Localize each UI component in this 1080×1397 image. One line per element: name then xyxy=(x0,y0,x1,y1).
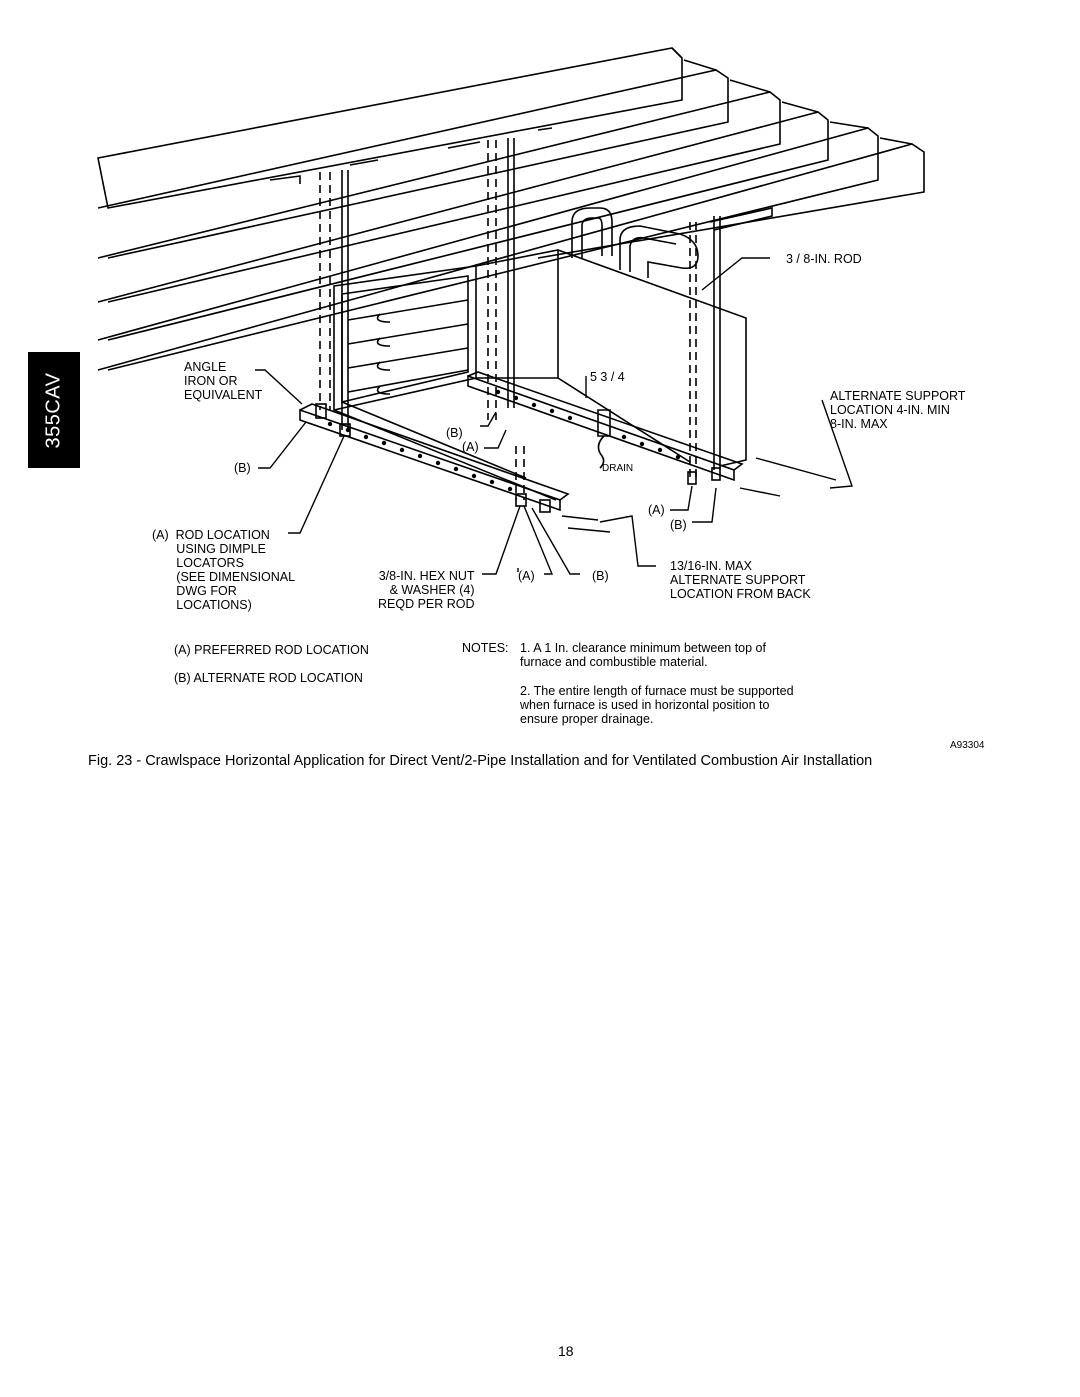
threaded-rods xyxy=(319,138,721,500)
dimension-5-3-4-label: 5 3 / 4 xyxy=(590,370,625,384)
rod-a-right-label: (A) xyxy=(648,503,665,517)
floor-joists xyxy=(97,47,925,371)
note-1: 1. A 1 In. clearance minimum between top… xyxy=(520,641,766,669)
drain xyxy=(597,409,611,469)
figure-caption: Fig. 23 - Crawlspace Horizontal Applicat… xyxy=(88,753,873,769)
alternate-support-side-label: ALTERNATE SUPPORT LOCATION 4-IN. MIN 8-I… xyxy=(830,389,966,431)
leader-lines xyxy=(255,257,853,575)
side-tab: 355CAV xyxy=(28,352,80,468)
figure-id: A93304 xyxy=(950,740,985,751)
rod-location-label: (A) ROD LOCATION USING DIMPLE LOCATORS (… xyxy=(152,528,296,612)
rod-b-center-label: (B) xyxy=(446,426,463,440)
rod-b-bottom-label: (B) xyxy=(592,569,609,583)
note-2: 2. The entire length of furnace must be … xyxy=(520,684,794,726)
vent-pipes xyxy=(571,207,699,278)
rod-size-label: 3 / 8-IN. ROD xyxy=(786,252,862,266)
angle-irons xyxy=(299,371,744,513)
hex-nut-label: 3/8-IN. HEX NUT & WASHER (4) REQD PER RO… xyxy=(378,569,475,611)
rod-b-right-label: (B) xyxy=(670,518,687,532)
page-number: 18 xyxy=(558,1343,574,1359)
angle-iron-label: ANGLE IRON OR EQUIVALENT xyxy=(184,360,263,402)
rod-a-center-label: (A) xyxy=(462,440,479,454)
drain-label: DRAIN xyxy=(602,463,634,474)
alternate-support-back-label: 13/16-IN. MAX ALTERNATE SUPPORT LOCATION… xyxy=(670,559,811,601)
notes-heading: NOTES: xyxy=(462,641,509,655)
rod-a-bottom-label: (A) xyxy=(518,569,535,583)
legend-preferred: (A) PREFERRED ROD LOCATION xyxy=(174,643,369,657)
legend-alternate: (B) ALTERNATE ROD LOCATION xyxy=(174,671,363,685)
rod-b-left-label: (B) xyxy=(234,461,251,475)
